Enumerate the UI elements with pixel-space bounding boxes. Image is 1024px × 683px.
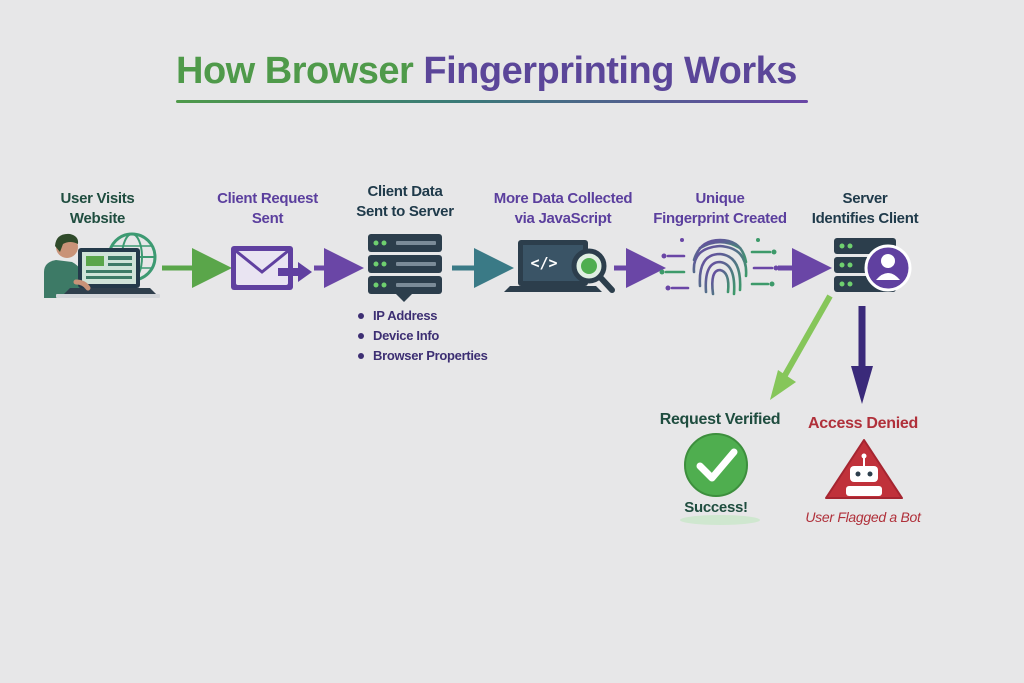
envelope-icon [231, 246, 312, 290]
checkmark-icon [684, 433, 748, 497]
step-label-client-request: Client Request Sent [217, 190, 318, 227]
page-title: How Browser Fingerprinting Works [176, 50, 816, 93]
title-underline [176, 100, 808, 103]
list-item: Device Info [358, 326, 488, 346]
fingerprint-icon [664, 238, 774, 296]
title-part-2: Fingerprinting Works [423, 50, 797, 92]
step-label-server-identifies: Server Identifies Client [811, 190, 919, 227]
outcome-denied-note: User Flagged a Bot [805, 509, 921, 525]
success-branch-arrow [777, 294, 833, 386]
robot-warning-icon [825, 439, 903, 499]
step-label-more-data: More Data Collected via JavaScript [493, 190, 633, 227]
step-label-user-visits: User Visits Website [60, 190, 135, 227]
user-laptop-icon [44, 232, 160, 298]
fingerprint-dots [659, 238, 779, 291]
outcome-success-note: Success! [684, 499, 748, 516]
code-laptop-icon: </> [504, 240, 602, 292]
magnifier-icon [571, 248, 615, 293]
outcome-denied-title: Access Denied [808, 415, 918, 432]
client-data-list: IP Address Device Info Browser Propertie… [358, 306, 488, 366]
outcome-success-title: Request Verified [659, 411, 781, 428]
server-user-icon [834, 238, 912, 292]
svg-text:</>: </> [530, 254, 557, 272]
server-icon [368, 234, 442, 302]
step-label-fingerprint: Unique Fingerprint Created [653, 190, 787, 227]
title-part-1: How Browser [176, 50, 414, 92]
step-label-client-data: Client Data Sent to Server [356, 183, 454, 220]
list-item: IP Address [358, 306, 488, 326]
list-item: Browser Properties [358, 346, 488, 366]
